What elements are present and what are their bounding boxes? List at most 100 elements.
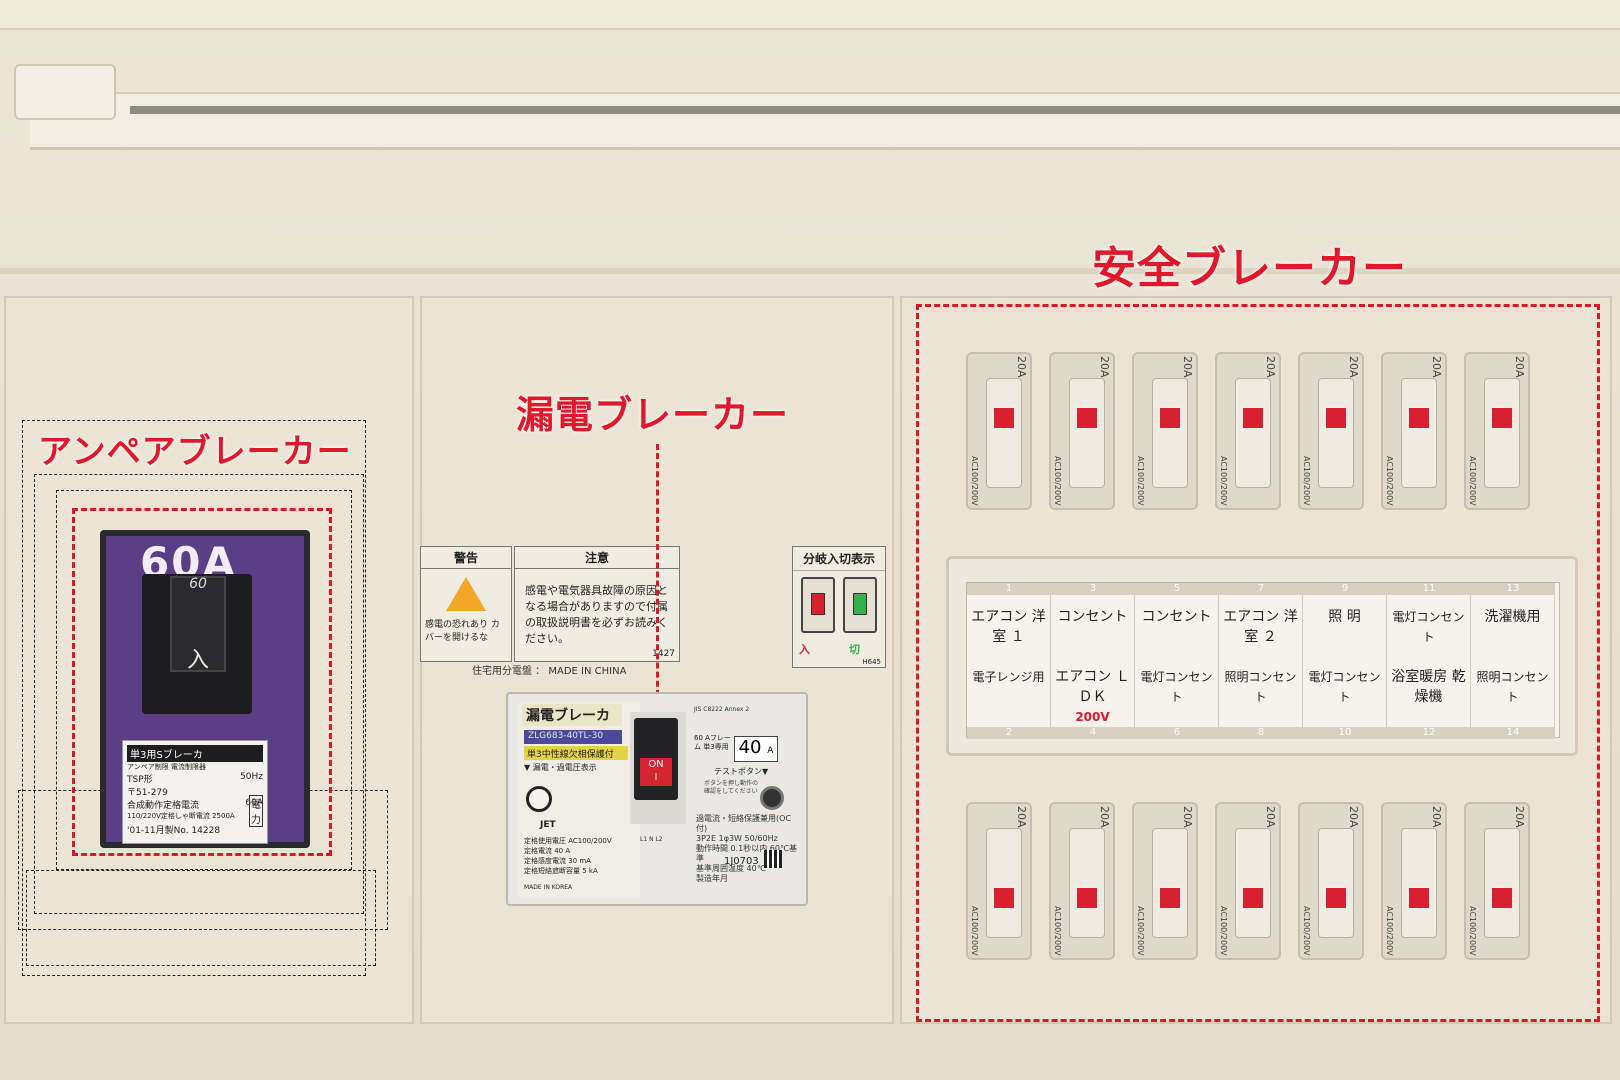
- breaker-rating: 20A: [1513, 806, 1526, 828]
- circuit-number: 8: [1219, 727, 1303, 739]
- safety-breaker-top: 20A AC100/200V: [1464, 352, 1530, 510]
- breaker-toggle[interactable]: [1324, 406, 1348, 430]
- spec-left-line: 定格電流 40 A: [524, 847, 571, 855]
- breaker-toggle[interactable]: [1324, 886, 1348, 910]
- safety-breaker-bottom: 20A AC100/200V: [1298, 802, 1364, 960]
- breaker-toggle[interactable]: [1241, 406, 1265, 430]
- breaker-toggle[interactable]: [1158, 886, 1182, 910]
- breaker-grip: [1401, 828, 1437, 938]
- breaker-grip: [1069, 378, 1105, 488]
- nameplate-line2: 110/220V定格しゃ断電流 2500A: [127, 812, 235, 820]
- nameplate-title: 単3用Sブレーカ: [127, 745, 263, 762]
- breaker-toggle[interactable]: [1490, 406, 1514, 430]
- leakage-rating-label: 60 Aフレーム 単3専用: [694, 734, 731, 751]
- leakage-model: ZLG683-40TL-30: [524, 730, 622, 744]
- breaker-voltage: AC100/200V: [1219, 456, 1228, 506]
- leakage-spec: 過電流・短絡保護兼用(OC付) 3P2E 1φ3W 50/60Hz 動作時間 0…: [696, 814, 800, 884]
- breaker-toggle[interactable]: [992, 406, 1016, 430]
- breaker-voltage: AC100/200V: [1053, 456, 1062, 506]
- breaker-toggle[interactable]: [1075, 406, 1099, 430]
- leakage-breaker-label: 漏電ブレーカー: [516, 393, 790, 437]
- circuit-label: コンセント: [1135, 595, 1219, 667]
- circuit-label: コンセント: [1051, 595, 1135, 667]
- circuit-number: 14: [1471, 727, 1555, 739]
- ampere-lever-number: 60: [189, 576, 207, 592]
- breaker-rating: 20A: [1015, 356, 1028, 378]
- leakage-test-note: ボタンを押し動作の確認をしてください: [704, 780, 759, 795]
- breaker-voltage: AC100/200V: [1302, 906, 1311, 956]
- off-label: 切: [849, 643, 860, 656]
- sketch-outline: [56, 490, 352, 870]
- safety-breaker-bottom: 20A AC100/200V: [966, 802, 1032, 960]
- circuit-label: 照明コンセント: [1219, 655, 1303, 727]
- breaker-voltage: AC100/200V: [970, 906, 979, 956]
- breaker-toggle[interactable]: [1407, 406, 1431, 430]
- circuit-label: 電灯コンセント: [1135, 655, 1219, 727]
- ampere-highlight-box: [72, 508, 332, 856]
- breaker-rating: 20A: [1015, 806, 1028, 828]
- rail-slot: [130, 106, 1620, 114]
- branch-indicator: 分岐入切表示 入 切 H645: [792, 546, 886, 668]
- breaker-grip: [1235, 378, 1271, 488]
- circuit-number: 5: [1135, 583, 1219, 595]
- leakage-tag2: ▼ 漏電・過電圧表示: [524, 763, 597, 772]
- breaker-grip: [1318, 378, 1354, 488]
- circuit-number: 13: [1471, 583, 1555, 595]
- ampere-lever[interactable]: [170, 576, 226, 672]
- safety-breaker-bottom: 20A AC100/200V: [1381, 802, 1447, 960]
- breaker-grip: [1069, 828, 1105, 938]
- spec-line: 3P2E 1φ3W 50/60Hz: [696, 834, 778, 843]
- breaker-toggle[interactable]: [1158, 406, 1182, 430]
- leakage-pointer-line: [656, 444, 659, 714]
- breaker-rating: 20A: [1181, 356, 1194, 378]
- breaker-rating: 20A: [1513, 356, 1526, 378]
- ampere-breaker-label: アンペアブレーカー: [38, 432, 352, 472]
- breaker-rating: 20A: [1347, 806, 1360, 828]
- safety-breaker-bottom: 20A AC100/200V: [1464, 802, 1530, 960]
- nameplate-line1: 合成動作定格電流: [127, 801, 200, 811]
- rail-clip: [14, 64, 116, 120]
- spec-line: 基準周囲温度 40℃: [696, 864, 766, 873]
- leakage-rating: 40 A: [734, 736, 778, 762]
- ampere-nameplate: 単3用Sブレーカ アンペア制限 電流制限器 TSP形 50Hz 〒51-279 …: [122, 740, 268, 844]
- breaker-grip: [1152, 378, 1188, 488]
- breaker-grip: [1484, 828, 1520, 938]
- safety-breaker-top: 20A AC100/200V: [1298, 352, 1364, 510]
- circuit-label: 浴室暖房 乾燥機: [1387, 655, 1471, 727]
- breaker-grip: [1484, 378, 1520, 488]
- breaker-toggle[interactable]: [992, 886, 1016, 910]
- circuit-number: 10: [1303, 727, 1387, 739]
- branch-indicator-title: 分岐入切表示: [793, 547, 885, 571]
- ampere-lever-state: 入: [186, 648, 209, 673]
- safety-highlight-box: [916, 304, 1600, 1022]
- safety-breaker-top: 20A AC100/200V: [1215, 352, 1281, 510]
- breaker-voltage: AC100/200V: [1136, 456, 1145, 506]
- test-button[interactable]: [760, 786, 784, 810]
- breaker-toggle[interactable]: [1241, 886, 1265, 910]
- breaker-voltage: AC100/200V: [1302, 456, 1311, 506]
- panel-divider: [0, 268, 1620, 274]
- breaker-toggle[interactable]: [1407, 886, 1431, 910]
- circuit-number: 3: [1051, 583, 1135, 595]
- mini-switch-on: [801, 577, 835, 633]
- breaker-voltage: AC100/200V: [1219, 906, 1228, 956]
- breaker-rating: 20A: [1430, 356, 1443, 378]
- spec-left-line: 定格短絡遮断容量 5 kA: [524, 867, 598, 875]
- breaker-grip: [1318, 828, 1354, 938]
- safety-breaker-top: 20A AC100/200V: [1049, 352, 1115, 510]
- leakage-jis: JIS C8222 Annex 2: [694, 706, 750, 713]
- leakage-tag: 単3中性線欠相保護付: [524, 746, 628, 760]
- circuit-label: 洗濯機用: [1471, 595, 1555, 667]
- leakage-phase: L1 N L2: [640, 836, 663, 843]
- breaker-toggle[interactable]: [1075, 886, 1099, 910]
- circuit-label: 電灯コンセント: [1387, 595, 1471, 667]
- spec-line: 過電流・短絡保護兼用(OC付): [696, 814, 792, 833]
- breaker-rating: 20A: [1098, 356, 1111, 378]
- sketch-outline: [34, 474, 364, 914]
- safety-breaker-top: 20A AC100/200V: [1381, 352, 1447, 510]
- breaker-toggle[interactable]: [1490, 886, 1514, 910]
- nameplate-maker: アンペア制限 電流制限器: [127, 763, 206, 771]
- circuit-label: 照 明: [1303, 595, 1387, 667]
- circuit-label: 電灯コンセント: [1303, 655, 1387, 727]
